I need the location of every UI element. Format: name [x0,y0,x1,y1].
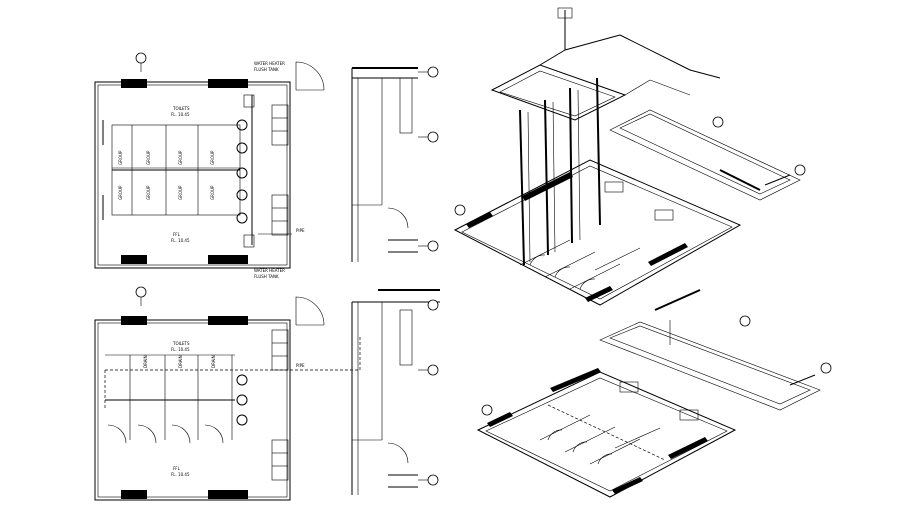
room-label-upper-sub: FL. 10.45 [171,347,190,352]
wall-block [208,490,248,499]
section-tag-icon [427,299,439,311]
pipe-label-group: GROUP GROUP GROUP GROUP GROUP GROUP GROU… [118,150,215,200]
room-label-upper-sub: FL. 10.45 [171,112,190,117]
section-strip-bottom [351,289,440,495]
wall-block [121,316,147,325]
section-tag-icon [427,474,439,486]
wall-block [208,79,248,88]
pipe-label: DRAIN [211,355,216,368]
isometric-bottom [476,289,832,498]
pipe-label: GROUP [118,150,123,165]
note-top-sub: FLUSH TANK [254,67,279,72]
room-label-upper: TOILETS [172,106,190,111]
tag-icon [454,204,466,216]
plan-bottom: TOILETS FL. 10.45 FFL FL. 10.45 PIPE DRA… [94,286,361,501]
pipe-label: GROUP [118,185,123,200]
pipe-label: GROUP [178,150,183,165]
north-tag-icon [135,52,147,64]
pipe-label: DRAIN [178,355,183,368]
tag-icon [820,362,832,374]
wall-block [121,79,147,88]
pipe-label: DRAIN [143,355,148,368]
pipe-label: GROUP [146,185,151,200]
wall-block [550,368,601,392]
pipe-label: GROUP [210,185,215,200]
wall-block [612,477,643,494]
wall-block [648,243,688,266]
side-label: PIPE [296,363,305,368]
pipe-label: GROUP [210,150,215,165]
note-top: WATER HEATER [254,61,285,66]
tag-icon [481,404,493,416]
section-tag-icon [427,240,439,252]
tag-icon [739,315,751,327]
wall-block [585,286,613,302]
room-label-upper: TOILETS [172,341,190,346]
room-label-lower: FFL [173,232,181,237]
room-label-lower: FFL [173,466,181,471]
note-bottom-sub: FLUSH TANK [254,274,279,279]
section-tag-icon [427,131,439,143]
wall-block [208,255,248,264]
note-bottom: WATER HEATER [254,268,285,273]
wall-block [668,437,708,459]
isometric-top [453,7,806,306]
wall-block [121,490,147,499]
wall-block [487,412,513,427]
wall-block [121,255,147,264]
room-label-lower-sub: FL. 10.45 [171,472,190,477]
section-strip-top [351,66,439,262]
pipe-label: GROUP [146,150,151,165]
pipe-label: GROUP [178,185,183,200]
wall-block [208,316,248,325]
tag-icon [712,116,724,128]
side-label: PIPE [296,228,305,233]
section-tag-icon [427,66,439,78]
north-tag-icon [135,286,147,298]
plan-top: TOILETS FL. 10.45 FFL FL. 10.45 WATER HE… [94,52,325,279]
room-label-lower-sub: FL. 10.45 [171,238,190,243]
wall-block [466,212,493,228]
section-tag-icon [427,364,439,376]
tag-icon [794,164,806,176]
